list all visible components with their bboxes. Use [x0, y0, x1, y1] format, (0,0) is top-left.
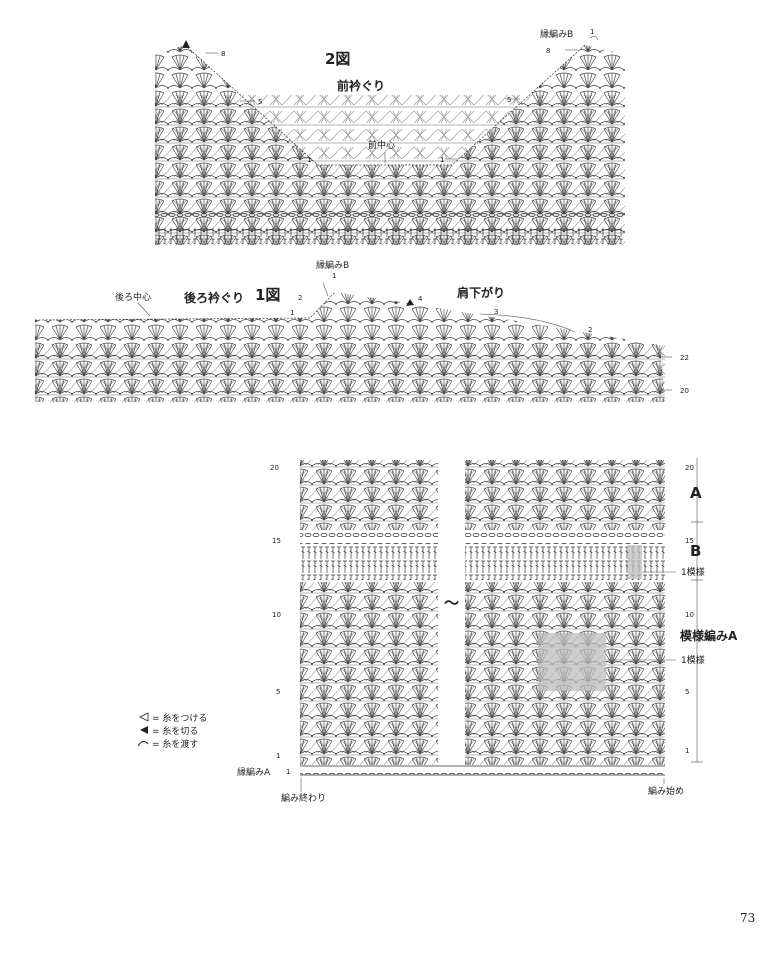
front-neckline-label: 前衿ぐり: [337, 78, 385, 93]
edging-b-label: 縁編みB: [540, 28, 573, 40]
pattern-a-label: 模様編みA: [680, 628, 738, 643]
repeat-label: 1模様: [681, 566, 705, 578]
row-number: 2: [588, 326, 592, 334]
row-number: 1: [276, 752, 280, 760]
edging-b-row: 2: [298, 294, 302, 302]
chart-break-mark: 〜: [444, 594, 459, 612]
section-b-label: B: [690, 542, 701, 560]
start-label: 編み始め: [648, 785, 684, 797]
row-number: 15: [272, 537, 281, 545]
row-number: 10: [272, 611, 281, 619]
main-pattern-chart: [300, 458, 703, 792]
carry-yarn-icon: [137, 740, 149, 747]
back-neckline-label: 後ろ衿ぐり: [184, 290, 244, 305]
edging-a-row: 1: [286, 768, 290, 776]
row-number: 5: [276, 688, 280, 696]
row-number: 1: [307, 156, 311, 164]
pattern-a-repeat-highlight: [538, 633, 606, 691]
figure-2-title: 2図: [325, 50, 350, 68]
row-number: 20: [685, 464, 694, 472]
repeat-label: 1模様: [681, 654, 705, 666]
edging-b-row: 1: [290, 309, 294, 317]
row-number: 1: [685, 747, 689, 755]
row-number: 5: [258, 98, 262, 106]
legend: [137, 712, 149, 747]
pattern-b-repeat-highlight: [628, 545, 642, 579]
row-number: 4: [418, 295, 423, 303]
front-center-label: 前中心: [368, 139, 395, 151]
figure-2-chart: [155, 36, 625, 245]
row-number: 5: [685, 688, 689, 696]
page-number: 73: [740, 911, 755, 925]
section-a-label: A: [690, 484, 702, 502]
row-number: 15: [685, 537, 694, 545]
edging-a-label: 縁編みA: [237, 766, 271, 778]
row-number: 8: [546, 47, 550, 55]
legend-text: = 糸をつける: [152, 712, 207, 724]
cut-yarn-icon: [140, 726, 148, 734]
cut-yarn-icon: [182, 40, 190, 48]
row-number: 20: [270, 464, 279, 472]
row-number: 1: [440, 156, 444, 164]
row-number: 10: [685, 611, 694, 619]
finish-label: 編み終わり: [281, 792, 326, 804]
row-number: 20: [680, 387, 689, 395]
row-number: 5: [507, 96, 511, 104]
edging-b-row: 1: [332, 272, 336, 280]
legend-text: = 糸を切る: [152, 725, 198, 737]
row-number: 3: [494, 308, 498, 316]
figure-1-chart: [34, 282, 672, 402]
attach-yarn-icon: [139, 712, 149, 722]
edging-b-label: 縁編みB: [316, 259, 349, 271]
figure-1-title: 1図: [255, 286, 280, 304]
back-center-label: 後ろ中心: [115, 291, 151, 303]
cut-yarn-icon: [406, 299, 414, 306]
legend-text: = 糸を渡す: [152, 738, 198, 750]
shoulder-slope-label: 肩下がり: [457, 285, 505, 300]
row-number: 22: [680, 354, 689, 362]
edging-b-row: 1: [590, 28, 594, 36]
row-number: 8: [221, 50, 225, 58]
